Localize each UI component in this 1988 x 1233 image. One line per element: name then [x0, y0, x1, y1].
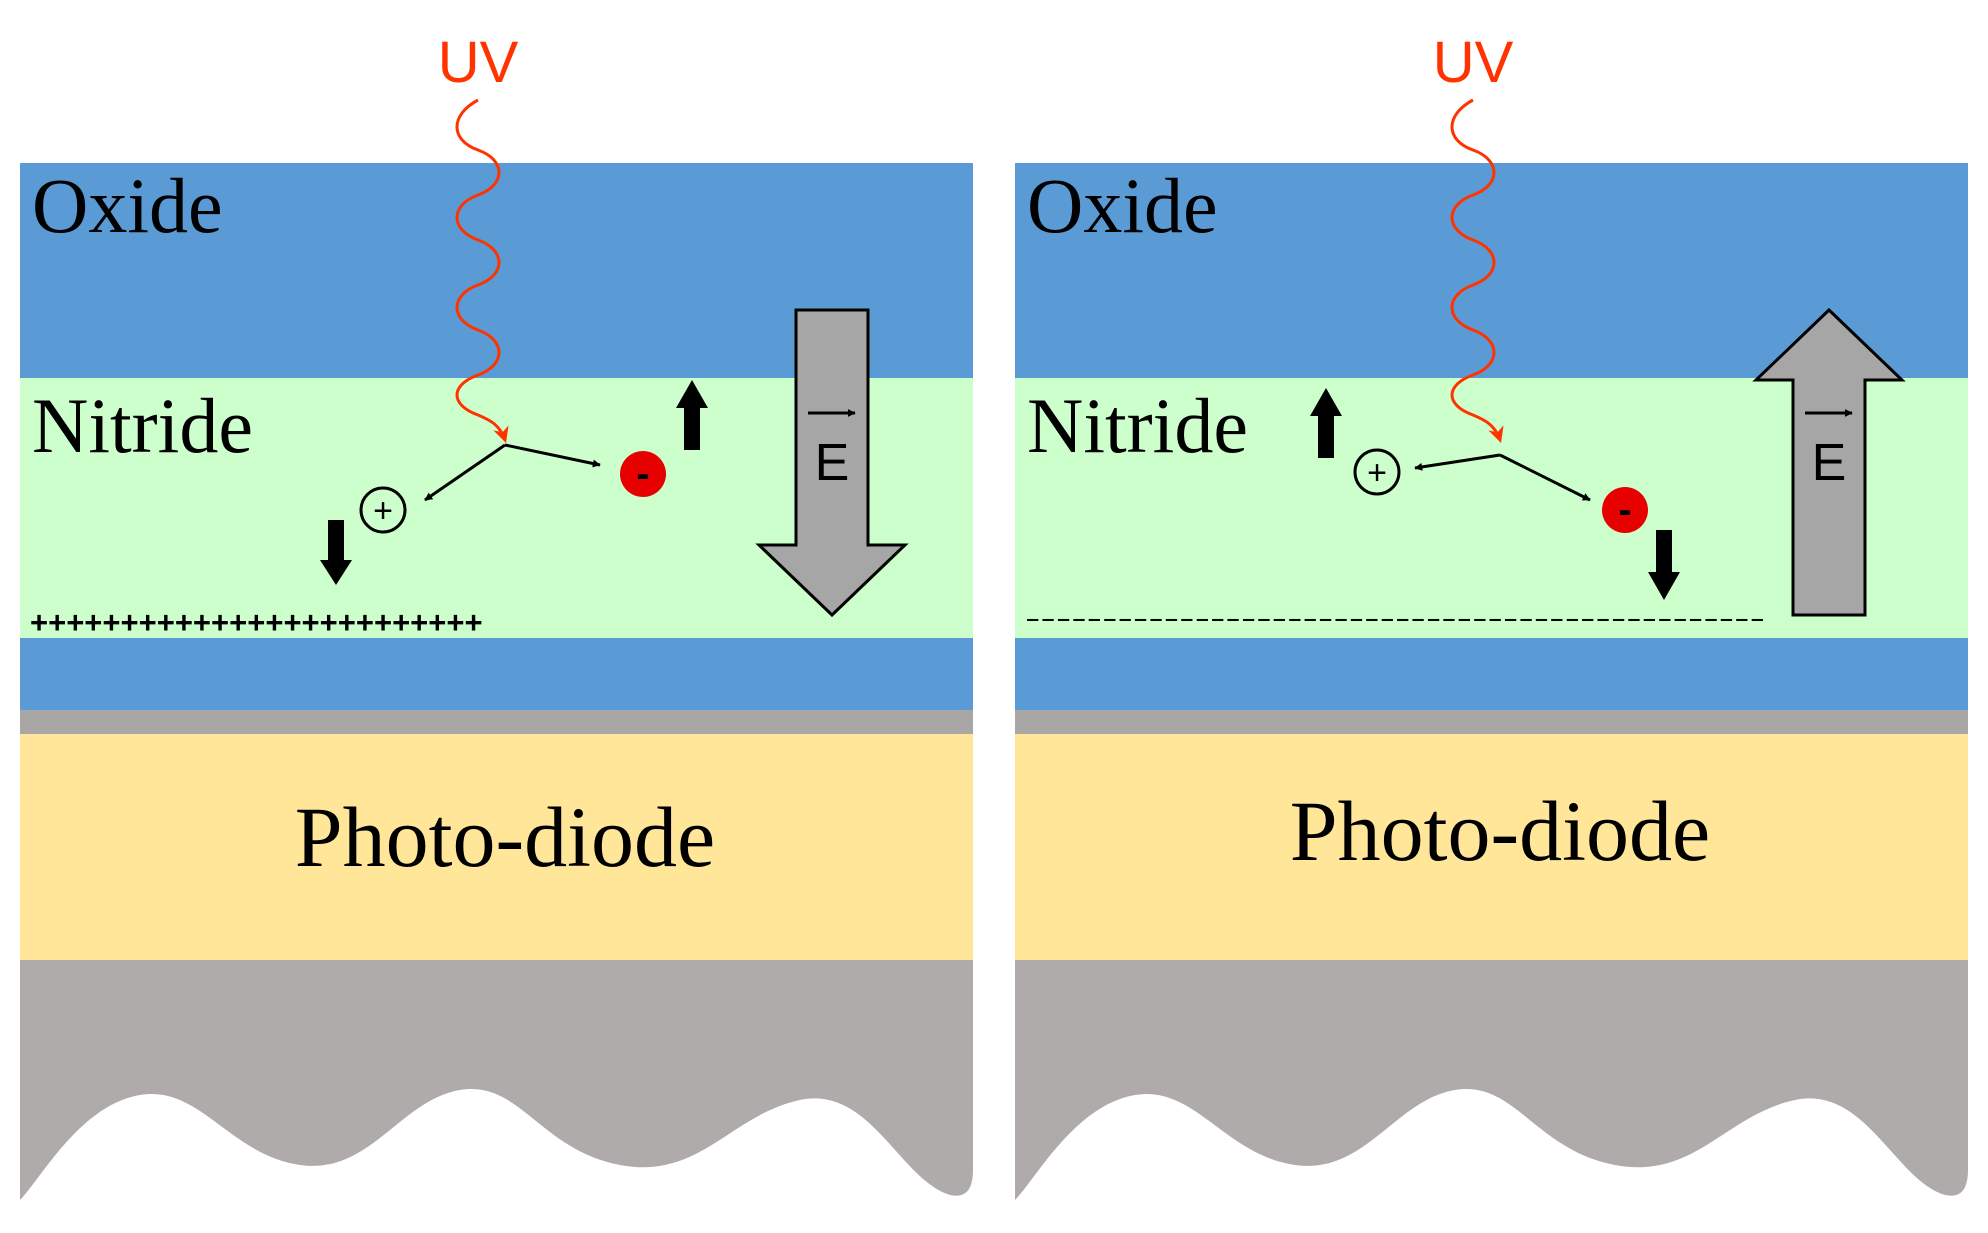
- interface-layer: [20, 710, 973, 734]
- hole-icon: +: [1353, 448, 1401, 496]
- hole-drift-up-arrow: [1310, 388, 1342, 458]
- uv-photon-icon: [1450, 98, 1504, 444]
- svg-text:+: +: [1367, 454, 1387, 492]
- hole-drift-down-arrow: [320, 520, 352, 585]
- uv-label: UV: [438, 30, 519, 95]
- field-label: E: [1812, 434, 1847, 492]
- svg-text:-: -: [636, 452, 649, 496]
- nitride-label: Nitride: [1027, 382, 1248, 469]
- photodiode-label: Photo-diode: [295, 789, 715, 885]
- substrate-layer: [1015, 960, 1968, 1200]
- nitride-label: Nitride: [32, 382, 253, 469]
- uv-label: UV: [1433, 30, 1514, 95]
- trapped-positive-charges: +++++++++++++++++++++++++: [30, 605, 483, 640]
- electron-path-arrow: [1499, 453, 1591, 502]
- oxide-layer-bottom: [1015, 638, 1968, 710]
- panel-left: Oxide Nitride Photo-diode UV + - +++++++…: [20, 30, 973, 1200]
- panel-right: Oxide Nitride Photo-diode UV + - -------…: [1015, 30, 1968, 1200]
- field-label: E: [815, 434, 850, 492]
- photodiode-label: Photo-diode: [1290, 783, 1710, 879]
- interface-layer: [1015, 710, 1968, 734]
- electron-path-arrow: [504, 443, 601, 468]
- trapped-negative-charges: ----------------------------------------…: [1025, 603, 1765, 633]
- hole-path-arrow: [424, 443, 506, 502]
- hole-path-arrow: [1414, 453, 1501, 471]
- substrate-layer: [20, 960, 973, 1200]
- oxide-label: Oxide: [32, 162, 223, 249]
- electron-drift-down-arrow: [1648, 530, 1680, 600]
- electric-field-arrow-down: [755, 308, 909, 618]
- electron-icon: -: [620, 451, 666, 497]
- hole-icon: +: [359, 486, 407, 534]
- svg-text:+: +: [373, 492, 393, 530]
- electron-drift-up-arrow: [676, 380, 708, 450]
- oxide-label: Oxide: [1027, 162, 1218, 249]
- uv-photon-icon: [455, 98, 509, 444]
- electric-field-arrow-up: [1752, 307, 1906, 617]
- svg-text:-: -: [1618, 488, 1631, 532]
- photodiode-layer: [20, 734, 973, 960]
- oxide-layer-bottom: [20, 638, 973, 710]
- photodiode-layer: [1015, 734, 1968, 960]
- electron-icon: -: [1602, 487, 1648, 533]
